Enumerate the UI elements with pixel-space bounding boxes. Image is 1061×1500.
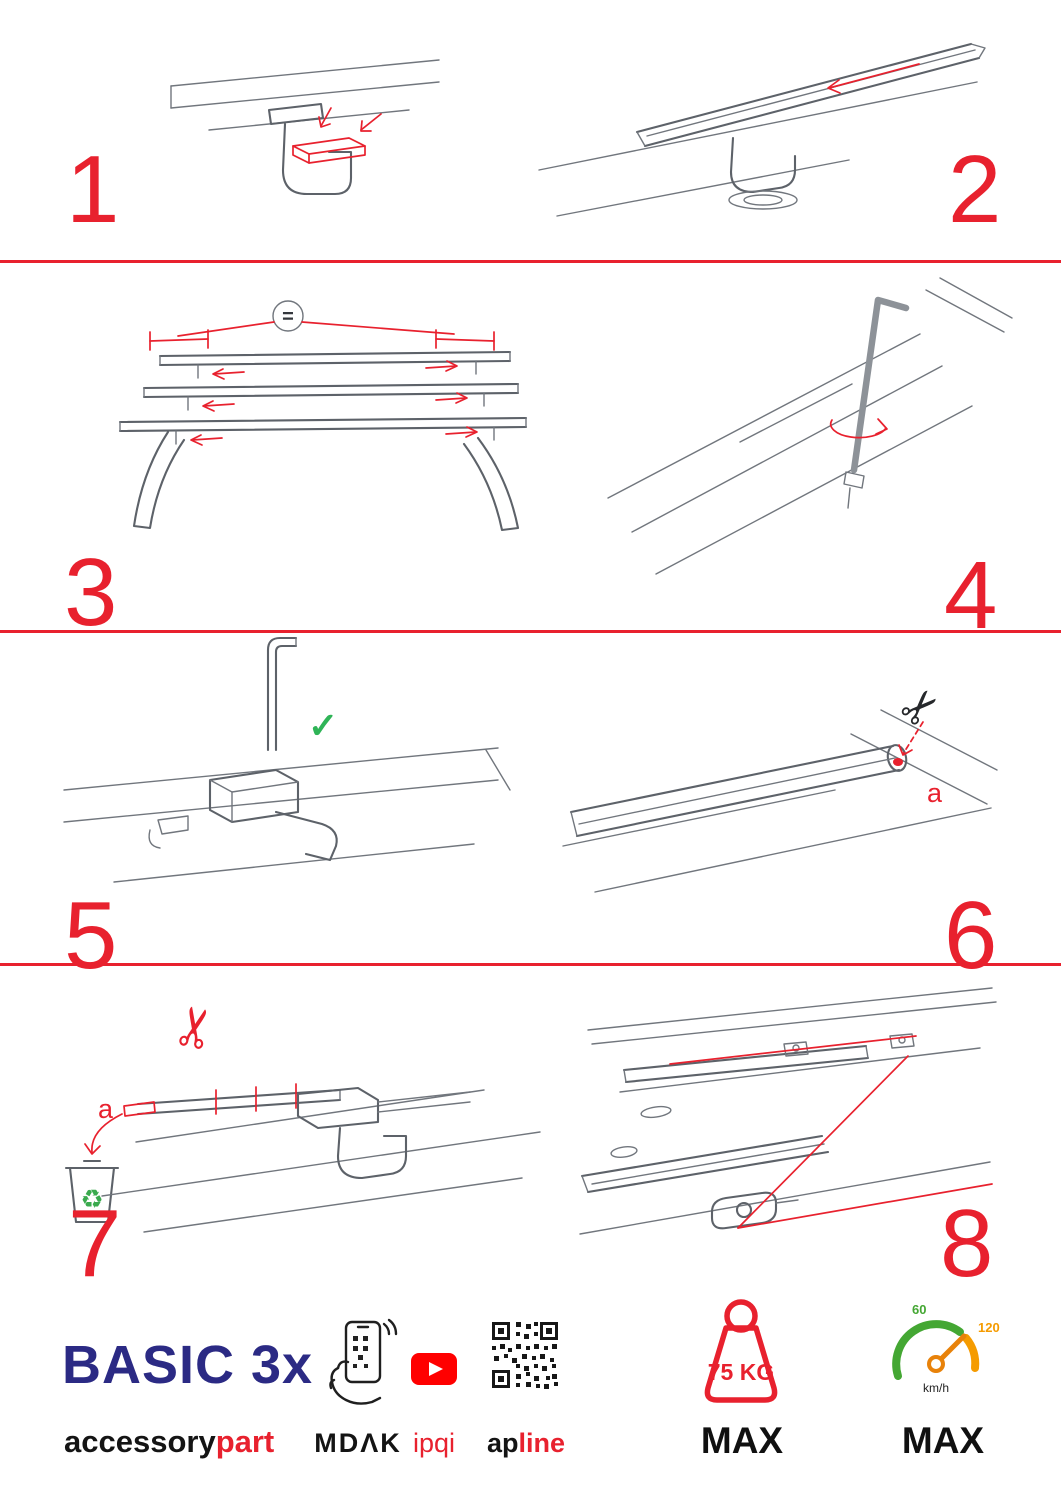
scissors-icon: ✂ — [888, 675, 952, 739]
bar-profile — [569, 744, 908, 838]
clamp-assembly — [148, 768, 338, 862]
speed-high-label: 120 — [978, 1320, 1000, 1335]
step-2-illustration — [538, 42, 986, 217]
cross-bars — [118, 350, 528, 445]
clamp-bracket — [267, 102, 353, 196]
partner-mdak: MDΛK — [314, 1428, 402, 1458]
weight-limit-icon: 75 KG — [704, 1299, 778, 1403]
insert-arrows — [318, 107, 382, 132]
roof-lines — [562, 709, 998, 893]
label-a: a — [98, 1094, 114, 1124]
label-a: a — [927, 778, 943, 808]
step-6-illustration: ✂ a — [562, 675, 998, 893]
step-1-illustration — [170, 59, 440, 196]
equal-sign: = — [282, 306, 294, 328]
apline-black: ap — [486, 1428, 519, 1458]
step-3-illustration: = — [118, 300, 528, 532]
equal-badge: = — [272, 300, 304, 332]
t-adapter — [710, 1191, 799, 1230]
weight-max-label: MAX — [700, 1420, 784, 1461]
roof-structure — [579, 987, 997, 1235]
partner-apline: apline — [478, 1428, 574, 1459]
rubber-pad — [292, 137, 366, 164]
speed-unit-label: km/h — [923, 1381, 949, 1395]
weight-value: 75 KG — [708, 1359, 774, 1385]
step-1-number: 1 — [66, 136, 120, 243]
pointer-lines — [737, 1055, 993, 1229]
clamp-with-strip — [101, 1086, 541, 1233]
speed-max-label: MAX — [901, 1420, 985, 1461]
section-divider-3 — [0, 963, 1061, 966]
door-frame-lines — [607, 277, 1013, 575]
upper-bar — [622, 1033, 917, 1084]
scissors-icon-red: ✂ — [162, 999, 230, 1056]
step-8-number: 8 — [940, 1190, 994, 1297]
check-icon: ✓ — [308, 705, 338, 746]
step-4-number: 4 — [944, 542, 998, 649]
step-5-illustration: ✓ — [63, 636, 511, 883]
brand-sub-red: part — [215, 1424, 275, 1459]
lower-bar — [580, 1134, 830, 1194]
support-legs — [132, 430, 520, 532]
step-2-number: 2 — [948, 136, 1002, 243]
brand-title: BASIC 3x — [62, 1335, 314, 1395]
recycle-icon: ♻ — [80, 1184, 103, 1214]
phone-scan-icon — [329, 1318, 398, 1405]
slide-arrow — [827, 63, 920, 94]
cut-line — [898, 721, 924, 756]
cut-piece — [84, 1101, 156, 1155]
locking-pin — [266, 636, 298, 752]
apline-red: line — [518, 1428, 566, 1458]
trim-strip — [136, 1083, 342, 1116]
step-5-number: 5 — [64, 882, 118, 989]
step-3-number: 3 — [64, 539, 118, 646]
brand-subtitle: accessorypart — [64, 1424, 274, 1460]
step-7-number: 7 — [68, 1190, 122, 1297]
trash-icon: ♻ — [64, 1159, 120, 1224]
brand-sub-black: accessory — [64, 1424, 216, 1459]
rotate-arrow — [829, 418, 888, 439]
strip-end-highlight — [893, 758, 903, 766]
dimension-lines — [149, 321, 495, 351]
step-4-illustration — [607, 277, 1013, 575]
partner-ipqi: ipqi — [412, 1428, 456, 1458]
roof-lines — [538, 81, 978, 217]
step-7-illustration: ✂ a ♻ — [64, 999, 541, 1233]
adjust-arrows — [190, 360, 478, 446]
step-8-illustration — [579, 987, 997, 1235]
allen-key-icon — [843, 296, 910, 509]
clamp-foot — [728, 136, 798, 210]
section-divider-2 — [0, 630, 1061, 633]
step-6-number: 6 — [944, 882, 998, 989]
cross-bar — [635, 42, 986, 148]
youtube-icon — [411, 1353, 457, 1385]
speedometer-icon: 60 120 km/h — [892, 1302, 1000, 1395]
section-divider-1 — [0, 260, 1061, 263]
needle-pivot — [927, 1355, 945, 1373]
speed-low-label: 60 — [912, 1302, 926, 1317]
qr-code — [492, 1322, 558, 1389]
roof-plane — [63, 747, 511, 883]
